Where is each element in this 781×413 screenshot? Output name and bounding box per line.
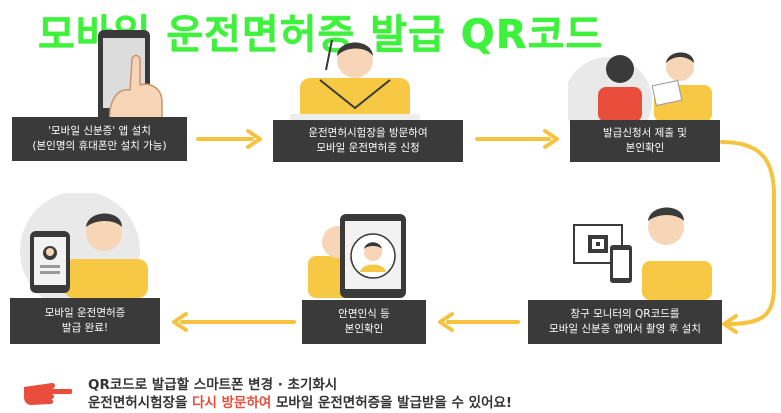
left-arrow-icon xyxy=(438,312,520,332)
left-arrow-icon xyxy=(172,312,296,332)
step-1-line2: (본인명의 휴대폰만 설치 가능) xyxy=(32,140,167,152)
footer-note-line1: QR코드로 발급할 스마트폰 변경 · 초기화시 xyxy=(88,377,338,393)
scene-scan-qr xyxy=(572,205,712,300)
scene-visit-test-site xyxy=(280,30,430,122)
step-1-line1: '모바일 신분증' 앱 설치 xyxy=(48,125,151,137)
footer-line2-pre: 운전면허시험장을 xyxy=(88,395,193,411)
scene-face-recognition xyxy=(298,212,418,298)
right-arrow-icon xyxy=(475,129,559,149)
step-card-1: '모바일 신분증' 앱 설치 (본인명의 휴대폰만 설치 가능) xyxy=(12,117,187,161)
step-card-4: 창구 모니터의 QR코드를 모바일 신분증 앱에서 촬영 후 설치 xyxy=(528,300,722,344)
scene-submit-application xyxy=(568,45,718,122)
step-2-line1: 운전면허시험장을 방문하여 xyxy=(308,127,428,139)
footer-note-line2: 운전면허시험장을 다시 방문하여 모바일 운전면허증을 발급받을 수 있어요! xyxy=(88,391,512,411)
footer-highlight: 다시 방문하여 xyxy=(192,395,272,411)
curved-return-arrow-icon xyxy=(720,140,776,334)
step-5-line2: 본인확인 xyxy=(344,323,384,335)
step-card-5: 안면인식 등 본인확인 xyxy=(302,300,426,344)
right-arrow-icon xyxy=(196,129,262,149)
footer-line2-post: 모바일 운전면허증을 발급받을 수 있어요! xyxy=(271,395,513,411)
step-2-line2: 모바일 운전면허증 신청 xyxy=(316,142,420,154)
step-6-line2: 발급 완료! xyxy=(61,322,109,334)
step-3-line2: 본인확인 xyxy=(625,142,665,154)
step-card-6: 모바일 운전면허증 발급 완료! xyxy=(10,298,160,344)
step-3-line1: 발급신청서 제출 및 xyxy=(603,127,687,139)
step-card-3: 발급신청서 제출 및 본인확인 xyxy=(570,120,720,162)
step-5-line1: 안면인식 등 xyxy=(338,308,390,320)
step-4-line2: 모바일 신분증 앱에서 촬영 후 설치 xyxy=(549,323,701,335)
scene-install-app xyxy=(70,30,180,122)
step-4-line1: 창구 모니터의 QR코드를 xyxy=(570,308,680,320)
pointing-hand-icon xyxy=(24,383,72,405)
step-card-2: 운전면허시험장을 방문하여 모바일 운전면허증 신청 xyxy=(273,120,463,162)
scene-license-issued xyxy=(8,193,158,298)
step-6-line1: 모바일 운전면허증 xyxy=(44,307,126,319)
